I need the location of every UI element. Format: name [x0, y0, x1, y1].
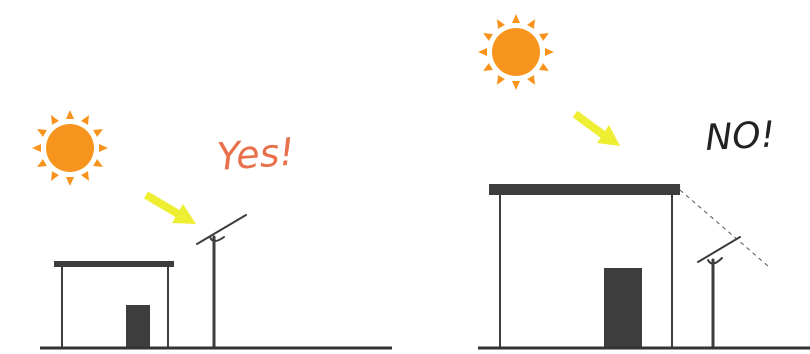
solar-panel-icon	[698, 237, 740, 347]
building-icon	[489, 184, 680, 348]
shadow-line	[680, 190, 768, 266]
arrow-icon	[146, 195, 196, 224]
solar-panel-icon	[197, 215, 246, 347]
sun-icon	[32, 110, 108, 186]
building-icon	[54, 261, 174, 348]
door	[126, 305, 150, 348]
left-panel: Yes!	[32, 110, 392, 348]
sun-icon	[478, 14, 554, 90]
right-panel: NO!	[478, 14, 810, 348]
arrow-icon	[575, 114, 620, 146]
verdict-label-yes: Yes!	[216, 130, 296, 179]
door	[604, 268, 642, 348]
verdict-label-no: NO!	[704, 114, 776, 159]
